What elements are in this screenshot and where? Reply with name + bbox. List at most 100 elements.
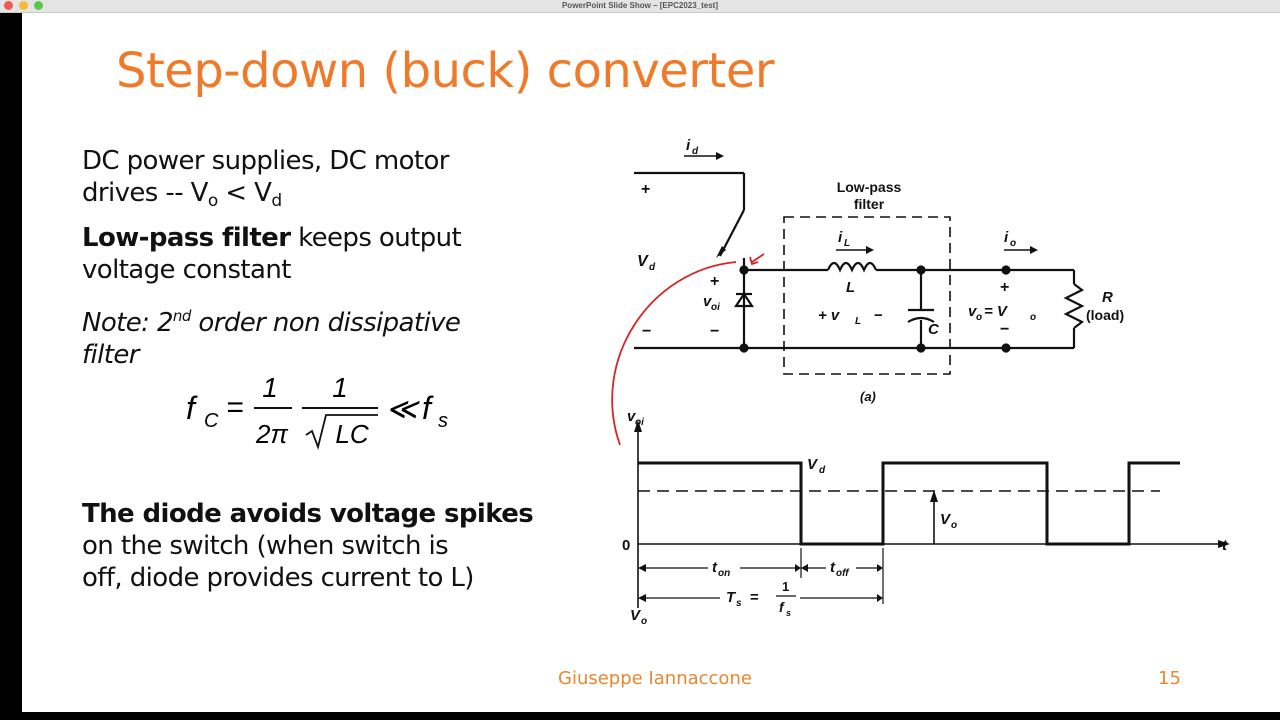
minus-sign: − xyxy=(1000,321,1009,338)
load-label: (load) xyxy=(1086,307,1124,323)
bullet-text: keeps output xyxy=(290,223,462,253)
inductor-voltage-label: + v xyxy=(818,307,841,324)
bullet-text: order non dissipative xyxy=(190,308,461,338)
arrow-icon xyxy=(866,246,874,254)
bullet-diode: The diode avoids voltage spikes on the s… xyxy=(82,498,534,594)
window-title: PowerPoint Slide Show – [EPC2023_test] xyxy=(561,1,719,10)
bullet-text: drives -- V xyxy=(82,178,208,208)
bullet-text: DC power supplies, DC motor xyxy=(82,146,449,176)
bullet-text: off, diode provides current to L) xyxy=(82,563,474,593)
bullet-text: Note: 2 xyxy=(82,308,174,338)
diode-icon xyxy=(733,292,755,308)
minimize-window-button[interactable] xyxy=(19,1,28,10)
subscript: o xyxy=(207,191,218,211)
subscript: o xyxy=(1010,238,1016,249)
output-voltage-label: = V xyxy=(984,303,1009,320)
subscript: on xyxy=(718,568,730,579)
plus-sign: + xyxy=(641,181,650,198)
time-axis-label: t xyxy=(1222,537,1228,554)
capacitor-label: C xyxy=(928,321,940,338)
resistor-icon xyxy=(1063,283,1085,329)
fraction-denominator: f xyxy=(779,599,785,615)
bullet-dc-supplies: DC power supplies, DC motor drives -- Vo… xyxy=(82,145,449,217)
square-wave xyxy=(638,461,1180,546)
fraction-numerator: 1 xyxy=(782,579,789,594)
figure-caption: (a) xyxy=(860,389,876,404)
cutoff-frequency-formula: f C = 1 2π 1 LC ≪ f s xyxy=(186,372,448,451)
ton-label: t xyxy=(712,559,718,576)
svg-text:f: f xyxy=(186,390,198,426)
switch-voltage-label: v xyxy=(703,293,713,310)
window-titlebar: PowerPoint Slide Show – [EPC2023_test] xyxy=(0,0,1280,13)
slide-number: 15 xyxy=(1158,668,1181,689)
arrow-icon xyxy=(716,152,724,160)
bottom-vo-label: V xyxy=(630,607,642,624)
subscript: o xyxy=(951,520,957,531)
subscript: d xyxy=(819,465,826,476)
input-current-label: i xyxy=(686,137,691,154)
svg-text:2π: 2π xyxy=(255,419,288,449)
subscript: s xyxy=(736,598,742,609)
vo-average-label: V xyxy=(940,511,952,528)
arrow-icon xyxy=(1218,540,1230,548)
subscript: oi xyxy=(711,302,720,313)
svg-text:f: f xyxy=(422,390,434,426)
filter-box xyxy=(783,216,951,375)
svg-text:=: = xyxy=(226,391,244,424)
footer-author: Giuseppe Iannaccone xyxy=(558,668,752,689)
minus-sign: − xyxy=(874,307,883,324)
output-current-label: i xyxy=(1004,229,1009,246)
filter-label: Low-pass xyxy=(837,179,902,195)
svg-text:s: s xyxy=(438,410,448,432)
period-label: T xyxy=(726,589,737,606)
bullet-text: on the switch (when switch is xyxy=(82,531,449,561)
bullet-note: Note: 2nd order non dissipative filter xyxy=(82,300,461,371)
subscript: L xyxy=(844,238,850,249)
switch-voltage-waveform xyxy=(634,420,1230,608)
zero-label: 0 xyxy=(622,537,630,554)
svg-text:1: 1 xyxy=(262,372,278,403)
subscript: o xyxy=(641,616,647,627)
minus-sign: − xyxy=(710,323,719,340)
plus-sign: + xyxy=(1000,279,1009,296)
subscript: d xyxy=(271,191,282,211)
buck-converter-figure: i d + V d − + v oi − Low-pass filter i L… xyxy=(611,137,1230,627)
arrow-icon xyxy=(634,420,642,432)
bullet-bold: The diode avoids voltage spikes xyxy=(82,499,534,529)
subscript: s xyxy=(786,608,791,618)
subscript: o xyxy=(1030,312,1036,323)
bullet-text: voltage constant xyxy=(82,255,291,285)
inductor-icon xyxy=(826,261,878,273)
resistor-label: R xyxy=(1102,289,1113,306)
minus-sign: − xyxy=(642,323,651,340)
subscript: d xyxy=(649,262,656,273)
close-window-button[interactable] xyxy=(4,1,13,10)
input-voltage-label: V xyxy=(637,253,649,270)
bullet-low-pass: Low-pass filter keeps output voltage con… xyxy=(82,222,462,286)
superscript: nd xyxy=(172,307,191,325)
bullet-text: filter xyxy=(82,340,139,370)
switch-contact-icon xyxy=(716,246,726,258)
arrow-icon xyxy=(1030,246,1038,254)
inductor-label: L xyxy=(846,279,855,296)
filter-label: filter xyxy=(854,196,885,212)
slide: Step-down (buck) converter DC power supp… xyxy=(22,13,1280,712)
svg-text:≪: ≪ xyxy=(386,393,420,426)
subscript: oi xyxy=(635,417,644,428)
svg-text:LC: LC xyxy=(335,419,368,449)
subscript: d xyxy=(692,146,699,157)
zoom-window-button[interactable] xyxy=(34,1,43,10)
subscript: L xyxy=(855,316,861,327)
subscript: off xyxy=(836,568,850,579)
arrow-icon xyxy=(930,490,938,502)
vd-level-label: V xyxy=(807,456,819,473)
bullet-bold: Low-pass filter xyxy=(82,223,291,253)
plus-sign: + xyxy=(710,273,719,290)
bullet-text: < V xyxy=(217,178,272,208)
red-annotation xyxy=(611,253,765,446)
subscript: o xyxy=(976,312,982,323)
inductor-current-label: i xyxy=(838,229,843,246)
svg-text:1: 1 xyxy=(332,372,348,403)
waveform-y-label: v xyxy=(627,408,637,425)
slide-title: Step-down (buck) converter xyxy=(116,43,775,99)
